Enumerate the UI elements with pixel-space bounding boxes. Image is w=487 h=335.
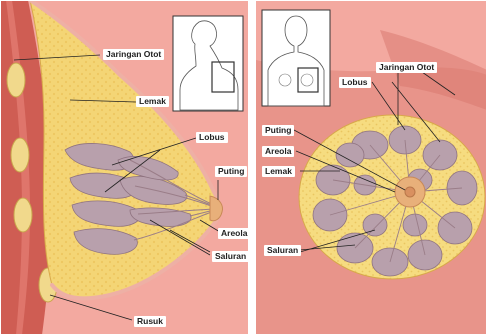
label-fat: Lemak [136,96,169,107]
inset-side-silhouette [173,16,243,111]
inset-front-silhouette [262,10,330,106]
label-nipple-front: Puting [262,125,294,136]
label-nipple: Puting [215,166,247,177]
rib [7,63,25,97]
label-areola-front: Areola [262,146,294,157]
label-muscle-tissue: Jaringan Otot [103,49,164,60]
nipple [405,187,415,197]
label-ribs: Rusuk [134,316,166,327]
label-fat-front: Lemak [262,166,295,177]
label-lobes-front: Lobus [339,77,371,88]
rib [14,198,32,232]
label-ducts-front: Saluran [264,245,301,256]
label-ducts: Saluran [212,251,249,262]
label-lobes: Lobus [196,132,228,143]
rib [11,138,29,172]
label-areola: Areola [218,228,250,239]
label-muscle-tissue-front: Jaringan Otot [376,62,437,73]
